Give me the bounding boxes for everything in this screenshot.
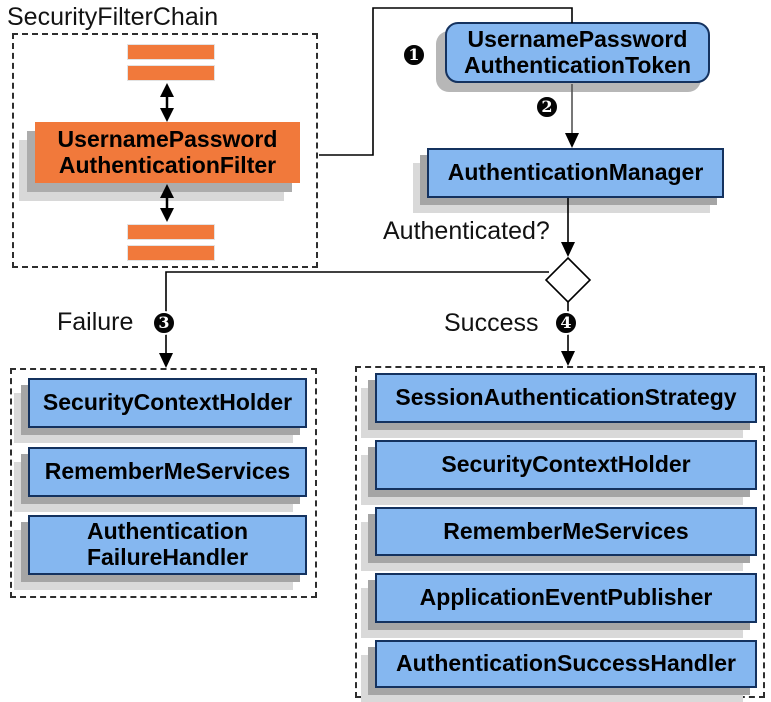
success-handlers-panel: SessionAuthenticationStrategy SecurityCo…: [355, 366, 765, 698]
failure-label: Failure: [57, 308, 134, 336]
step-3-number: 3: [158, 313, 170, 332]
success-label: Success: [444, 309, 539, 337]
success-item-5-label: AuthenticationSuccessHandler: [396, 650, 736, 677]
username-password-authentication-filter-node: UsernamePassword AuthenticationFilter: [35, 122, 300, 183]
step-3-badge: 3: [152, 311, 176, 335]
step-2-badge: 2: [535, 95, 559, 119]
application-event-publisher-node: ApplicationEventPublisher: [375, 573, 757, 623]
manager-to-diamond-arrowhead-icon: [561, 242, 575, 257]
step-4-badge: 4: [554, 311, 578, 335]
security-context-holder-success-node: SecurityContextHolder: [375, 440, 757, 490]
authenticated-label: Authenticated?: [383, 217, 550, 245]
success-item-1-label: SessionAuthenticationStrategy: [395, 384, 737, 411]
manager-node-label: AuthenticationManager: [447, 159, 704, 186]
security-filter-chain-panel: [12, 33, 318, 268]
filter-node-line1: UsernamePassword: [57, 125, 278, 152]
success-item-4-label: ApplicationEventPublisher: [419, 584, 713, 611]
token-node-line1: UsernamePassword: [467, 25, 688, 52]
success-item-2-label: SecurityContextHolder: [441, 451, 691, 478]
remember-me-services-failure-node: RememberMeServices: [28, 447, 307, 497]
failure-item-1-label: SecurityContextHolder: [42, 389, 293, 416]
filter-bar-bottom-1: [127, 224, 215, 240]
filter-bar-bottom-2: [127, 245, 215, 261]
step-2-number: 2: [541, 97, 553, 116]
filter-bar-top-2: [127, 65, 215, 81]
username-password-authentication-token-node: UsernamePassword AuthenticationToken: [445, 22, 710, 83]
step-4-number: 4: [560, 313, 572, 332]
session-authentication-strategy-node: SessionAuthenticationStrategy: [375, 373, 757, 423]
filter-node-line2: AuthenticationFilter: [58, 151, 277, 178]
token-to-manager-arrowhead-icon: [565, 133, 579, 148]
step-1-number: 1: [408, 45, 420, 64]
failure-handlers-panel: SecurityContextHolder RememberMeServices…: [10, 368, 317, 598]
step-1-badge: 1: [402, 43, 426, 67]
authentication-failure-handler-node: Authentication FailureHandler: [28, 515, 307, 575]
failure-item-3-line2: FailureHandler: [86, 544, 249, 570]
failure-arrowhead-icon: [159, 353, 173, 368]
failure-item-3-line1: Authentication: [87, 518, 248, 545]
security-filter-chain-title: SecurityFilterChain: [7, 3, 219, 31]
authenticated-decision-diamond: [544, 256, 592, 304]
filter-bar-top-1: [127, 44, 215, 60]
token-node-line2: AuthenticationToken: [463, 51, 691, 78]
success-arrowhead-icon: [561, 351, 575, 366]
authentication-manager-node: AuthenticationManager: [427, 148, 724, 198]
success-item-3-label: RememberMeServices: [443, 517, 689, 544]
authentication-success-handler-node: AuthenticationSuccessHandler: [375, 640, 757, 688]
security-context-holder-failure-node: SecurityContextHolder: [28, 378, 307, 428]
failure-item-2-label: RememberMeServices: [44, 458, 291, 485]
remember-me-services-success-node: RememberMeServices: [375, 507, 757, 556]
